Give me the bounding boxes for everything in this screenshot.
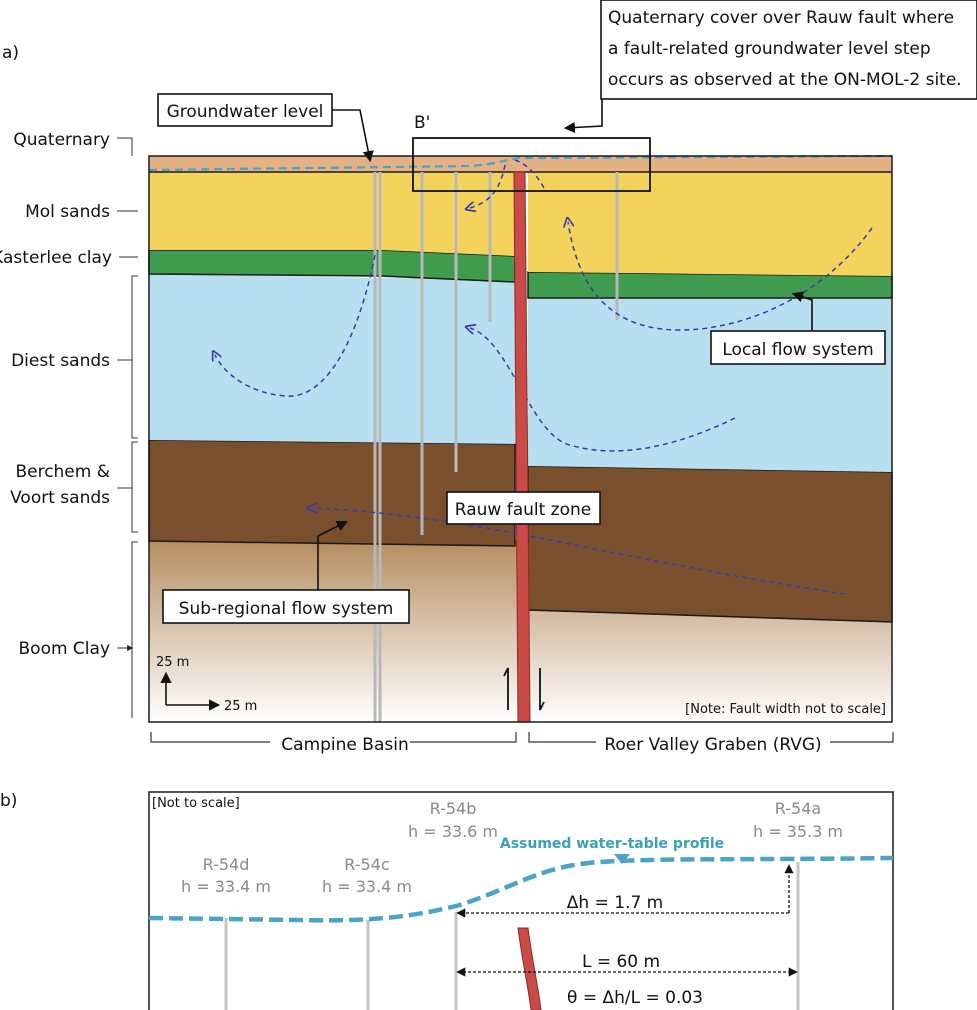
layer-label-boom-clay: Boom Clay <box>19 639 111 659</box>
well-r54d-head: h = 33.4 m <box>181 877 271 896</box>
subregional-pointer <box>317 520 349 590</box>
berchem-voort-right <box>527 465 893 623</box>
subregional-label: Sub-regional flow system <box>179 599 394 619</box>
rvg-bracket <box>528 732 894 743</box>
diest-sands-left <box>149 274 515 444</box>
mol-sands-left <box>149 172 515 256</box>
panel-b-frame <box>148 791 894 1010</box>
callout-line-2: a fault-related groundwater level step <box>608 39 931 59</box>
fault-width-note: [Note: Fault width not to scale] <box>685 702 886 717</box>
water-table-label: Assumed water-table profile <box>500 836 724 852</box>
fault-panel-b <box>517 927 542 1010</box>
local-flow-box <box>710 330 886 365</box>
flow-arrows <box>215 159 873 595</box>
layer-label-mol-sands: Mol sands <box>25 202 110 222</box>
fault-up-arrow <box>503 667 509 710</box>
panel-b-letter: b) <box>0 791 17 811</box>
section-frame <box>148 155 893 723</box>
local-flow-label: Local flow system <box>722 340 873 360</box>
layer-labels: Quaternary Mol sands Kasterlee clay Dies… <box>0 130 138 718</box>
fault-zone-label: Rauw fault zone <box>455 500 591 520</box>
groundwater-pointer <box>332 109 374 163</box>
scale-horizontal-label: 25 m <box>224 699 257 714</box>
rvg-label: Roer Valley Graben (RVG) <box>604 735 821 755</box>
kasterlee-clay-right <box>527 271 893 299</box>
callout-line-1: Quaternary cover over Rauw fault where <box>608 8 954 28</box>
panel-a-letter: a) <box>2 43 19 63</box>
water-table-profile <box>148 855 894 923</box>
water-table-symbol <box>614 854 630 864</box>
fault-zone-box <box>446 491 601 525</box>
well-r54b-name: R-54b <box>430 799 477 818</box>
bprime-label: B' <box>414 113 430 133</box>
well-r54c-head: h = 33.4 m <box>322 877 412 896</box>
callout-pointer <box>563 99 603 134</box>
layer-label-berchem: Berchem & <box>15 462 110 482</box>
local-flow-pointer <box>791 291 813 331</box>
well-r54d-name: R-54d <box>203 855 250 874</box>
layer-label-diest-sands: Diest sands <box>11 351 110 371</box>
well-r54a-head: h = 35.3 m <box>753 822 843 841</box>
well-r54a-name: R-54a <box>775 799 821 818</box>
groundwater-label-box <box>157 93 333 127</box>
diest-sands-right <box>528 298 892 472</box>
layer-label-kasterlee-clay: Kasterlee clay <box>0 248 112 268</box>
groundwater-level-line <box>148 154 893 172</box>
subregional-box <box>162 589 410 624</box>
well-r54b-head: h = 33.6 m <box>408 822 498 841</box>
groundwater-label: Groundwater level <box>167 102 324 122</box>
bprime-box <box>412 137 651 192</box>
fault-down-arrow <box>539 668 545 711</box>
panel-b-note: [Not to scale] <box>152 796 240 811</box>
L-label: L = 60 m <box>582 952 660 972</box>
callout-box <box>600 0 977 100</box>
well-r54c-name: R-54c <box>344 855 389 874</box>
dh-label: Δh = 1.7 m <box>567 893 663 913</box>
campine-bracket <box>150 732 517 743</box>
wells-panel-b <box>224 862 800 1010</box>
mol-sands-right <box>528 172 892 276</box>
campine-basin-label: Campine Basin <box>281 735 408 755</box>
callout-line-3: occurs as observed at the ON-MOL-2 site. <box>608 70 962 90</box>
wells-panel-a <box>373 172 619 722</box>
layer-label-voort-sands: Voort sands <box>10 488 110 508</box>
scale-vertical-label: 25 m <box>156 655 189 670</box>
layer-label-quaternary: Quaternary <box>13 130 110 150</box>
theta-label: θ = Δh/L = 0.03 <box>567 988 703 1008</box>
